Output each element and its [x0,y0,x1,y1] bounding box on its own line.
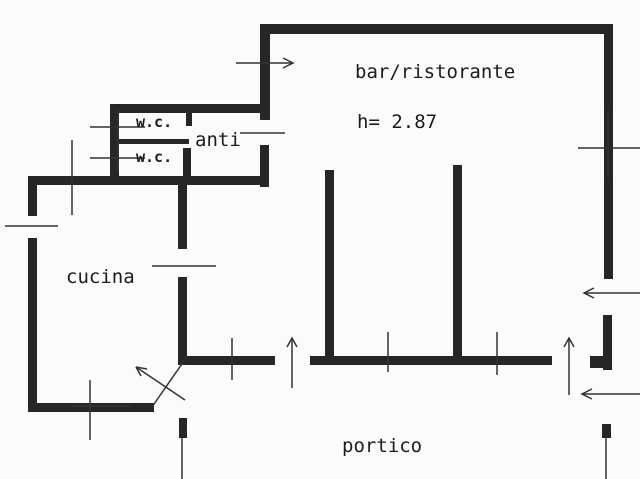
thin-lines [5,57,640,479]
label-bar-ristorante: bar/ristorante [355,61,515,83]
label-wc-lower: w.c. [136,148,172,166]
bar-bottom-wall-mid [310,356,552,365]
bar-right-wall-lower [603,315,612,370]
bar-top-wall [260,24,612,34]
kitchen-left-wall-lower [28,238,37,412]
label-portico: portico [342,435,422,457]
column-right [453,165,462,365]
portico-post-right [602,424,611,438]
bar-left-wall-upper [260,24,270,120]
bar-left-wall-lower [260,145,269,187]
room-labels: bar/ristorante h= 2.87 w.c. w.c. anti cu… [66,61,515,457]
kitchen-top-wall [28,176,118,185]
column-left [325,170,334,364]
wc-top-wall [110,104,268,113]
label-anti: anti [195,129,241,151]
walls [28,24,613,438]
wc-left-wall [110,104,119,180]
kitchen-right-wall-lower [178,277,187,365]
label-ceiling-height: h= 2.87 [357,111,437,133]
wc-door-post [186,112,192,126]
kitchen-bottom-wall [28,403,154,412]
wc-divider [119,139,189,144]
label-cucina: cucina [66,266,135,288]
wc-bottom-wall [110,176,268,185]
portico-post-left [179,418,187,438]
bar-bottom-wall [180,356,275,365]
kitchen-right-wall [178,185,187,249]
anti-wall-post [183,148,191,178]
bar-bottom-wall-right [590,356,612,368]
label-wc-upper: w.c. [136,113,172,131]
kitchen-left-wall-upper [28,176,37,216]
